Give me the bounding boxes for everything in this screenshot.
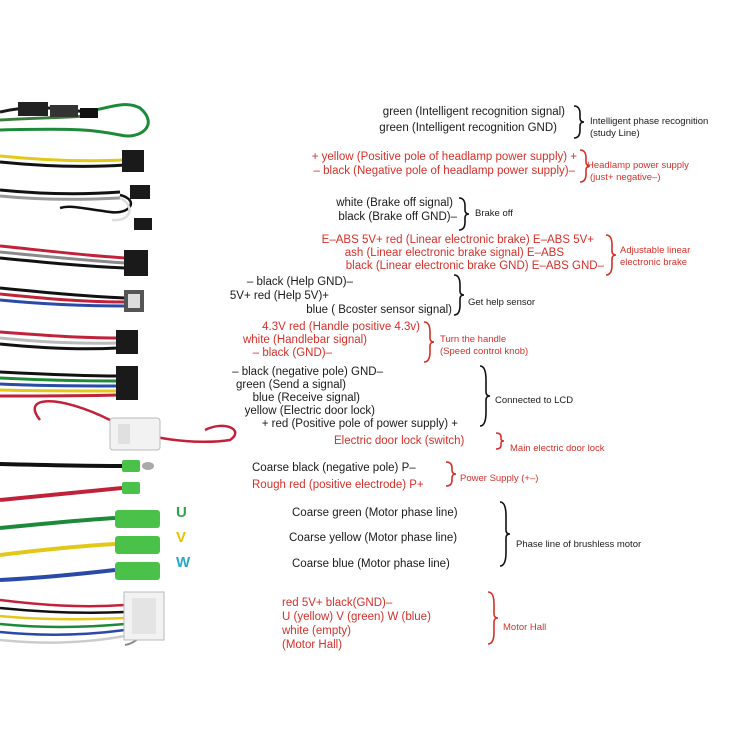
g6-label-2: (Speed control knob) [440, 346, 529, 357]
g1-label-2: (study Line) [590, 128, 640, 139]
g1-line-2: green (Intelligent recognition GND) [379, 122, 557, 134]
g7-line-1: – black (negative pole) GND– [232, 366, 383, 378]
phase-u-letter: U [176, 504, 187, 521]
g6-line-3: – black (GND)– [252, 347, 332, 359]
g7-line-3: blue (Receive signal) [252, 392, 360, 404]
brace-group-10 [499, 501, 511, 567]
g7-label-1: Connected to LCD [495, 395, 574, 406]
g5-line-1: – black (Help GND)– [246, 276, 353, 288]
brace-group-7 [479, 365, 491, 427]
wire-lcd [0, 366, 138, 400]
wire-help-sensor [0, 286, 144, 312]
g6-line-1: 4.3V red (Handle positive 4.3v) [262, 321, 420, 333]
g4-line-2: ash (Linear electronic brake signal) E–A… [344, 247, 564, 259]
wire-brake-off [0, 185, 152, 230]
g10-line-2: Coarse yellow (Motor phase line) [289, 532, 458, 544]
g4-label-1: Adjustable linear [620, 245, 691, 256]
phase-v-letter: V [176, 529, 187, 546]
g3-line-2: black (Brake off GND)– [338, 211, 457, 223]
wire-power-supply [0, 460, 154, 502]
g7-line-5: + red (Positive pole of power supply) + [261, 418, 458, 430]
g2-line-2: – black (Negative pole of headlamp power… [313, 165, 575, 177]
g11-line-2: U (yellow) V (green) W (blue) [282, 611, 431, 623]
g11-line-4: (Motor Hall) [282, 639, 343, 651]
brace-group-2 [579, 149, 591, 183]
g4-line-1: E–ABS 5V+ red (Linear electronic brake) … [321, 234, 594, 246]
g6-line-2: white (Handlebar signal) [242, 334, 367, 346]
g1-line-1: green (Intelligent recognition signal) [382, 106, 565, 118]
wire-phase-lines [0, 510, 160, 582]
g10-line-1: Coarse green (Motor phase line) [292, 507, 458, 519]
wire-door-lock [33, 400, 237, 451]
brace-group-5 [453, 274, 465, 316]
g3-line-1: white (Brake off signal) [336, 197, 453, 209]
g5-line-3: blue ( Bcoster sensor signal) [306, 304, 452, 316]
g7-line-4: yellow (Electric door lock) [244, 405, 375, 417]
g6-label-1: Turn the handle [440, 334, 507, 345]
g9-line-1: Coarse black (negative pole) P– [252, 462, 416, 474]
g2-label-1: Headlamp power supply [587, 160, 689, 171]
wire-handle [0, 330, 138, 354]
g5-label-1: Get help sensor [468, 297, 536, 308]
brace-group-9 [445, 461, 457, 487]
g8-label-1: Main electric door lock [510, 443, 605, 454]
g10-label-1: Phase line of brushless motor [516, 539, 642, 550]
brace-group-4 [605, 234, 617, 276]
g4-line-3: black (Linear electronic brake GND) E–AB… [345, 260, 604, 272]
brace-group-1 [573, 105, 585, 139]
g1-label-1: Intelligent phase recognition [590, 116, 709, 127]
wire-headlamp [0, 150, 144, 172]
g2-line-1: + yellow (Positive pole of headlamp powe… [311, 151, 577, 163]
g11-line-3: white (empty) [282, 625, 352, 637]
g2-label-2: (just+ negative–) [590, 172, 661, 183]
wire-eabs [0, 244, 148, 276]
phase-w-letter: W [176, 554, 191, 571]
g4-label-2: electronic brake [620, 257, 688, 268]
g5-line-2: 5V+ red (Help 5V)+ [229, 290, 329, 302]
brace-group-6 [423, 321, 435, 363]
g8-line-1: Electric door lock (switch) [334, 435, 465, 447]
g9-line-2: Rough red (positive electrode) P+ [252, 479, 424, 491]
brace-group-8 [495, 432, 505, 450]
g9-label-1: Power Supply (+–) [460, 473, 539, 484]
g11-label-1: Motor Hall [503, 622, 547, 633]
g3-label-1: Brake off [475, 208, 513, 219]
g10-line-3: Coarse blue (Motor phase line) [292, 558, 450, 570]
brace-group-3 [458, 197, 470, 231]
brace-group-11 [487, 591, 499, 645]
g11-line-1: red 5V+ black(GND)– [282, 597, 393, 609]
wire-intelligent-recognition [0, 102, 150, 138]
g7-line-2: green (Send a signal) [236, 379, 346, 391]
wire-motor-hall [0, 591, 165, 646]
